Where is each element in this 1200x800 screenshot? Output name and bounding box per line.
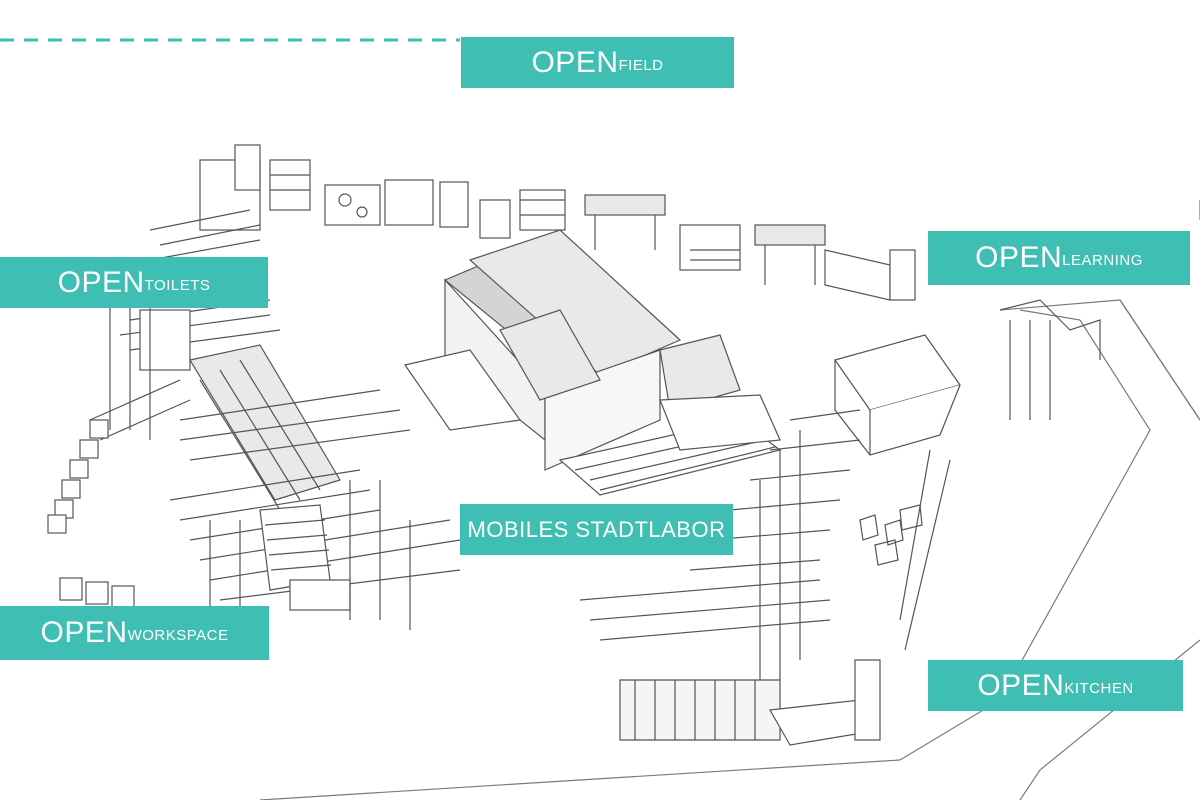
- mobiles-stadtlabor-building: [404, 229, 782, 496]
- label-opentoilets-suffix: toilets: [144, 269, 211, 295]
- label-opentoilets-prefix: OPEN: [57, 265, 145, 299]
- label-openfield-suffix: field: [618, 49, 664, 75]
- label-openlearning-suffix: learning: [1062, 245, 1143, 270]
- label-openfield-prefix: OPEN: [531, 45, 619, 79]
- label-openkitchen-suffix: kitchen: [1064, 672, 1134, 698]
- label-openworkspace-prefix: OPEN: [40, 616, 128, 649]
- label-mobiles-stadtlabor: MOBILES STADTLABOR: [460, 504, 733, 555]
- label-openkitchen-prefix: OPEN: [977, 668, 1065, 702]
- openfield-structures: [199, 144, 916, 301]
- label-openworkspace-suffix: workspace: [127, 620, 229, 645]
- openworkspace-structures: [47, 344, 461, 630]
- label-openlearning-prefix: OPEN: [975, 241, 1063, 274]
- opentoilets-structures: [89, 209, 281, 441]
- label-mobiles-stadtlabor-text: MOBILES STADTLABOR: [467, 516, 726, 542]
- openlearning-structures: [834, 299, 1101, 456]
- openkitchen-structures: [579, 409, 951, 746]
